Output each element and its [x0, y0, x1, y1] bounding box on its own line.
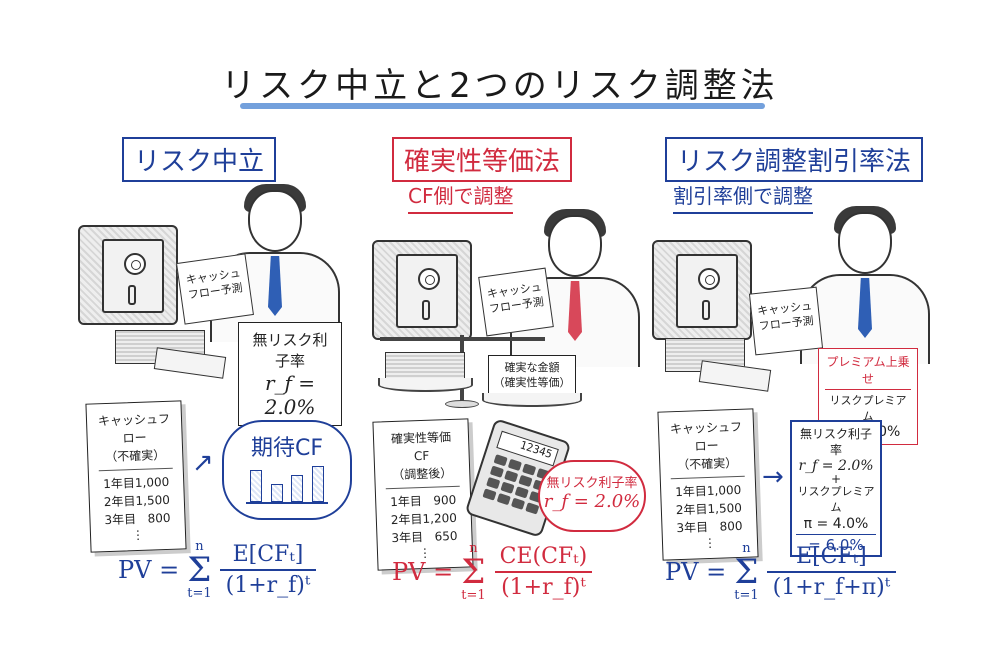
sum-lower: t=1: [187, 586, 212, 601]
formula-lhs: PV =: [665, 558, 727, 586]
sigma-icon: n Σ t=1: [187, 539, 212, 601]
sum-lower: t=1: [734, 588, 759, 603]
risk-free-rate-cloud: 無リスク利子率 r_f = 2.0%: [538, 460, 646, 532]
row-year: 1年目: [675, 484, 708, 500]
row-value: 1,000: [134, 474, 170, 491]
sheet-title: 確実性等価CF: [390, 429, 452, 464]
subheading-cf-side: CF側で調整: [408, 180, 514, 214]
sign-title: プレミアム上乗せ: [825, 353, 911, 390]
heading-risk-adjusted-discount-rate: リスク調整割引率法: [665, 137, 924, 182]
scale-pan-right: [482, 393, 582, 407]
expected-cf-cloud: 期待CF: [222, 420, 352, 520]
row-value: 800: [147, 510, 171, 526]
row-year: 2年目: [390, 512, 423, 528]
formula-risk-adjusted: PV = n Σ t=1 E[CFₜ] (1+r_f+π)ᵗ: [665, 541, 897, 603]
banknote-icon: [698, 360, 772, 392]
banknote-icon: [153, 347, 227, 379]
numerator: CE(CFₜ): [499, 544, 588, 569]
risk-free-rate-sign: 無リスク利子率 r_f = 2.0%: [238, 322, 342, 426]
sheet-title: キャッシュフロー: [669, 419, 743, 454]
arrow-right-icon: ↗: [192, 448, 214, 478]
numerator: E[CFₜ]: [796, 544, 867, 569]
expected-cf-label: 期待CF: [250, 436, 324, 461]
sheet-subtitle: （不確実）: [105, 447, 166, 465]
cf-forecast-paper: キャッシュ フロー予測: [176, 253, 254, 325]
scale-beam: [380, 337, 545, 341]
sum-upper: n: [469, 541, 478, 556]
rate-label: 無リスク利子率: [799, 427, 872, 457]
fraction: E[CFₜ] (1+r_f+π)ᵗ: [766, 544, 897, 600]
row-year: 3年目: [104, 512, 137, 528]
row-value: 1,500: [707, 500, 743, 517]
cloud-label: 無リスク利子率: [546, 476, 638, 491]
formula-certainty-equivalent: PV = n Σ t=1 CE(CFₜ) (1+r_f)ᵗ: [392, 542, 593, 602]
sign-label: リスクプレミアム: [829, 394, 907, 423]
sigma-icon: n Σ t=1: [734, 541, 759, 603]
sheet-subtitle: （調整後）: [392, 465, 453, 483]
tie-icon: [568, 281, 582, 341]
row-year: 2年目: [103, 494, 136, 510]
row-value: 1,000: [706, 482, 742, 499]
sheet-subtitle: （不確実）: [677, 455, 738, 473]
tag-label: 確実な金額: [504, 361, 560, 374]
cf-forecast-paper: キャッシュ フロー予測: [748, 286, 824, 356]
bar-chart-icon: [246, 462, 328, 504]
rate-value: r_f = 2.0%: [798, 458, 874, 474]
cf-forecast-paper: キャッシュ フロー予測: [478, 267, 554, 337]
denominator: (1+r_f)ᵗ: [219, 569, 317, 598]
plus-sign: +: [830, 472, 842, 486]
row-value: 1,200: [422, 510, 458, 527]
rate-total: = 6.0%: [796, 534, 876, 553]
formula-risk-neutral: PV = n Σ t=1 E[CFₜ] (1+r_f)ᵗ: [118, 539, 317, 601]
page-title: リスク中立と2つのリスク調整法: [221, 66, 779, 106]
tag-label: （確実性等価）: [493, 376, 571, 389]
cloud-value: r_f = 2.0%: [543, 491, 641, 512]
cash-stack-icon: [385, 352, 465, 380]
heading-certainty-equivalent: 確実性等価法: [392, 137, 573, 182]
discount-rate-box: 無リスク利子率 r_f = 2.0% + リスクプレミアム π = 4.0% =…: [790, 420, 882, 557]
rate-value: π = 4.0%: [803, 516, 869, 532]
sum-upper: n: [195, 539, 204, 554]
title-underline: [240, 103, 765, 109]
row-value: 900: [433, 492, 457, 508]
numerator: E[CFₜ]: [232, 542, 304, 567]
safe-icon: [372, 240, 472, 340]
row-value: 800: [719, 518, 743, 534]
certainty-equivalent-tag: 確実な金額 （確実性等価）: [488, 355, 576, 395]
safe-icon: [652, 240, 752, 340]
formula-lhs: PV =: [392, 558, 454, 586]
scale-pan-left: [378, 378, 473, 392]
row-year: 3年目: [676, 520, 709, 536]
row-value: 1,500: [135, 492, 171, 509]
sum-upper: n: [742, 541, 751, 556]
denominator: (1+r_f+π)ᵗ: [766, 571, 897, 600]
heading-risk-neutral: リスク中立: [122, 137, 277, 182]
row-year: 2年目: [675, 502, 708, 518]
sum-lower: t=1: [461, 588, 486, 603]
row-year: 1年目: [103, 476, 136, 492]
fraction: CE(CFₜ) (1+r_f)ᵗ: [494, 544, 594, 600]
sheet-row: 3年目 800: [672, 517, 747, 538]
fraction: E[CFₜ] (1+r_f)ᵗ: [219, 542, 317, 598]
tie-icon: [858, 278, 872, 338]
sign-value: r_f = 2.0%: [264, 371, 316, 419]
rate-label: リスクプレミアム: [797, 485, 875, 514]
sheet-title: キャッシュフロー: [97, 411, 171, 446]
row-year: 1年目: [390, 494, 423, 510]
denominator: (1+r_f)ᵗ: [495, 571, 592, 600]
formula-lhs: PV =: [118, 556, 180, 584]
tie-icon: [268, 256, 282, 316]
arrow-right-icon: →: [762, 462, 784, 492]
safe-icon: [78, 225, 178, 325]
scale-base: [445, 400, 479, 408]
subheading-discount-side: 割引率側で調整: [673, 180, 813, 214]
sign-label: 無リスク利子率: [252, 331, 328, 370]
sigma-icon: n Σ t=1: [461, 541, 486, 603]
sheet-row: 3年目 800: [100, 509, 175, 530]
